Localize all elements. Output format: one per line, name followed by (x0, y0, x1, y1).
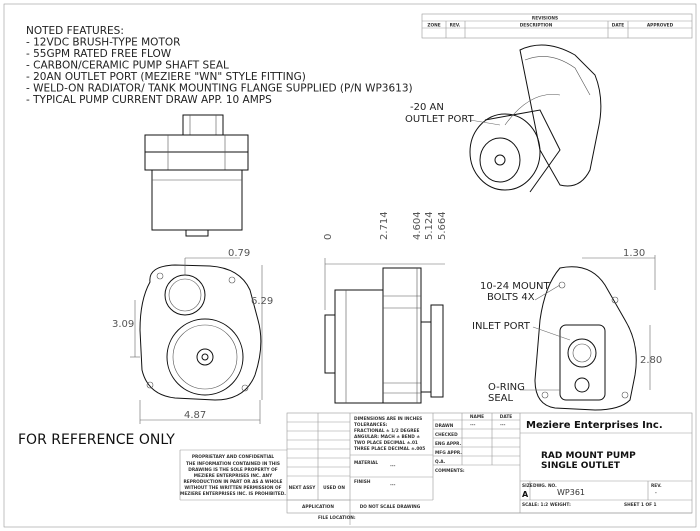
callout-mount-bolts: 10-24 MOUNT (480, 281, 551, 292)
dim-front-width: 4.87 (184, 410, 206, 421)
dim-side-ordinate: 2.714 (379, 211, 390, 240)
scale-label: SCALE: 1:2 (522, 502, 548, 508)
company-name: Meziere Enterprises Inc. (526, 420, 663, 431)
reference-stamp: FOR REFERENCE ONLY (18, 432, 175, 448)
dim-front-offset-x: 0.79 (228, 248, 250, 259)
drawn-name: --- (470, 423, 476, 428)
drawing-title-line: RAD MOUNT PUMP (541, 451, 636, 461)
drawing-title-line: SINGLE OUTLET (541, 461, 621, 471)
proprietary-text: THE INFORMATION CONTAINED IN THIS (186, 461, 280, 467)
weight-label: WEIGHT: (550, 502, 571, 508)
top-view (144, 114, 249, 237)
sheet-border (3, 3, 697, 528)
material-label: MATERIAL (354, 460, 378, 466)
side-view: 0 2.714 4.604 5.124 5.664 (323, 211, 448, 404)
notes-heading: NOTED FEATURES: (26, 25, 124, 37)
rev-col-date: DATE (612, 23, 624, 29)
material-value: --- (390, 464, 396, 469)
approval-row-label: Q.A. (435, 459, 446, 465)
rev-value: - (655, 491, 657, 496)
dwg-no-label: DWG. NO. (533, 483, 557, 489)
approval-row-label: CHECKED (435, 432, 458, 438)
note-item: - CARBON/CERAMIC PUMP SHAFT SEAL (26, 60, 229, 72)
isometric-view (469, 44, 602, 193)
approval-row-label: ENG APPR. (435, 441, 462, 447)
callout-outlet-port: OUTLET PORT (405, 114, 475, 125)
callout-o-ring: O-RING (488, 382, 525, 393)
note-item: - TYPICAL PUMP CURRENT DRAW APP. 10 AMPS (26, 94, 272, 106)
approval-header-date: DATE (500, 414, 512, 420)
file-location-label: FILE LOCATION: (318, 515, 356, 521)
drawn-date: --- (500, 423, 506, 428)
note-item: - WELD-ON RADIATOR/ TANK MOUNTING FLANGE… (26, 83, 413, 95)
used-on-label: USED ON (323, 485, 345, 491)
size-label: SIZE (522, 483, 533, 489)
note-item: - 55GPM RATED FREE FLOW (26, 48, 172, 60)
callout-o-ring: SEAL (488, 393, 514, 404)
rev-col-rev: REV. (450, 23, 461, 29)
callout-inlet-port: INLET PORT (472, 321, 531, 332)
revision-table: REVISIONS ZONE REV. DESCRIPTION DATE APP… (421, 13, 693, 39)
proprietary-text: MEZIERE ENTERPRISES INC. ANY (194, 473, 273, 479)
approval-header-name: NAME (470, 414, 484, 420)
front-view: 0.79 3.09 6.29 4.87 (112, 248, 273, 424)
proprietary-text: MEZIERE ENTERPRISES INC. IS PROHIBITED. (180, 491, 286, 497)
dim-side-ordinate: 5.124 (424, 211, 435, 240)
approval-row-label: COMMENTS: (435, 468, 465, 474)
dim-right-offset-y: 2.80 (640, 355, 662, 366)
tolerance-text: FRACTIONAL ± 1/2 DEGREE (354, 428, 419, 434)
note-item: - 12VDC BRUSH-TYPE MOTOR (26, 37, 180, 49)
rev-label: REV. (651, 483, 662, 489)
finish-value: --- (390, 483, 396, 488)
notes-block: NOTED FEATURES: - 12VDC BRUSH-TYPE MOTOR… (26, 25, 413, 106)
tolerance-text: TWO PLACE DECIMAL ±.01 (354, 440, 418, 446)
dim-front-height: 6.29 (251, 296, 273, 307)
next-assy-label: NEXT ASSY (289, 485, 317, 491)
revisions-title: REVISIONS (532, 16, 558, 22)
dim-front-offset-y: 3.09 (112, 319, 134, 330)
rev-col-description: DESCRIPTION (520, 23, 553, 29)
sheet-label: SHEET 1 OF 1 (624, 502, 657, 508)
proprietary-heading: PROPRIETARY AND CONFIDENTIAL (192, 454, 275, 460)
proprietary-text: WITHOUT THE WRITTEN PERMISSION OF (184, 485, 281, 491)
callout-outlet-port: -20 AN (410, 102, 444, 113)
callout-mount-bolts: BOLTS 4X (487, 292, 535, 303)
dim-side-ordinate: 5.664 (437, 211, 448, 240)
title-block: PROPRIETARY AND CONFIDENTIAL THE INFORMA… (179, 412, 693, 525)
right-view: 1.30 2.80 (520, 248, 662, 411)
do-not-scale: DO NOT SCALE DRAWING (360, 504, 421, 510)
rev-col-approved: APPROVED (647, 23, 674, 29)
dim-side-ordinate: 0 (323, 234, 334, 240)
proprietary-text: REPRODUCTION IN PART OR AS A WHOLE (183, 479, 282, 485)
rev-col-zone: ZONE (427, 23, 440, 29)
tolerance-text: ANGULAR: MACH ± BEND ± (354, 434, 420, 440)
approval-row-label: MFG APPR. (435, 450, 462, 456)
finish-label: FINISH (354, 479, 371, 485)
tolerance-text: TOLERANCES: (354, 422, 388, 428)
dwg-no-value: WP361 (557, 488, 585, 497)
tolerance-text: DIMENSIONS ARE IN INCHES (354, 416, 422, 422)
note-item: - 20AN OUTLET PORT (MEZIERE "WN" STYLE F… (26, 71, 306, 83)
tolerance-text: THREE PLACE DECIMAL ±.005 (354, 446, 425, 452)
approval-row-label: DRAWN (435, 423, 454, 429)
dim-right-offset-x: 1.30 (623, 248, 645, 259)
proprietary-text: DRAWING IS THE SOLE PROPERTY OF (188, 467, 278, 473)
application-label: APPLICATION (302, 504, 334, 510)
dim-side-ordinate: 4.604 (412, 211, 423, 240)
size-value: A (522, 490, 529, 499)
